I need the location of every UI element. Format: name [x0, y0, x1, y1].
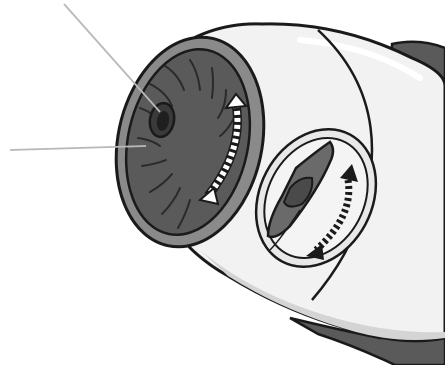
callout-1-line	[64, 4, 160, 112]
